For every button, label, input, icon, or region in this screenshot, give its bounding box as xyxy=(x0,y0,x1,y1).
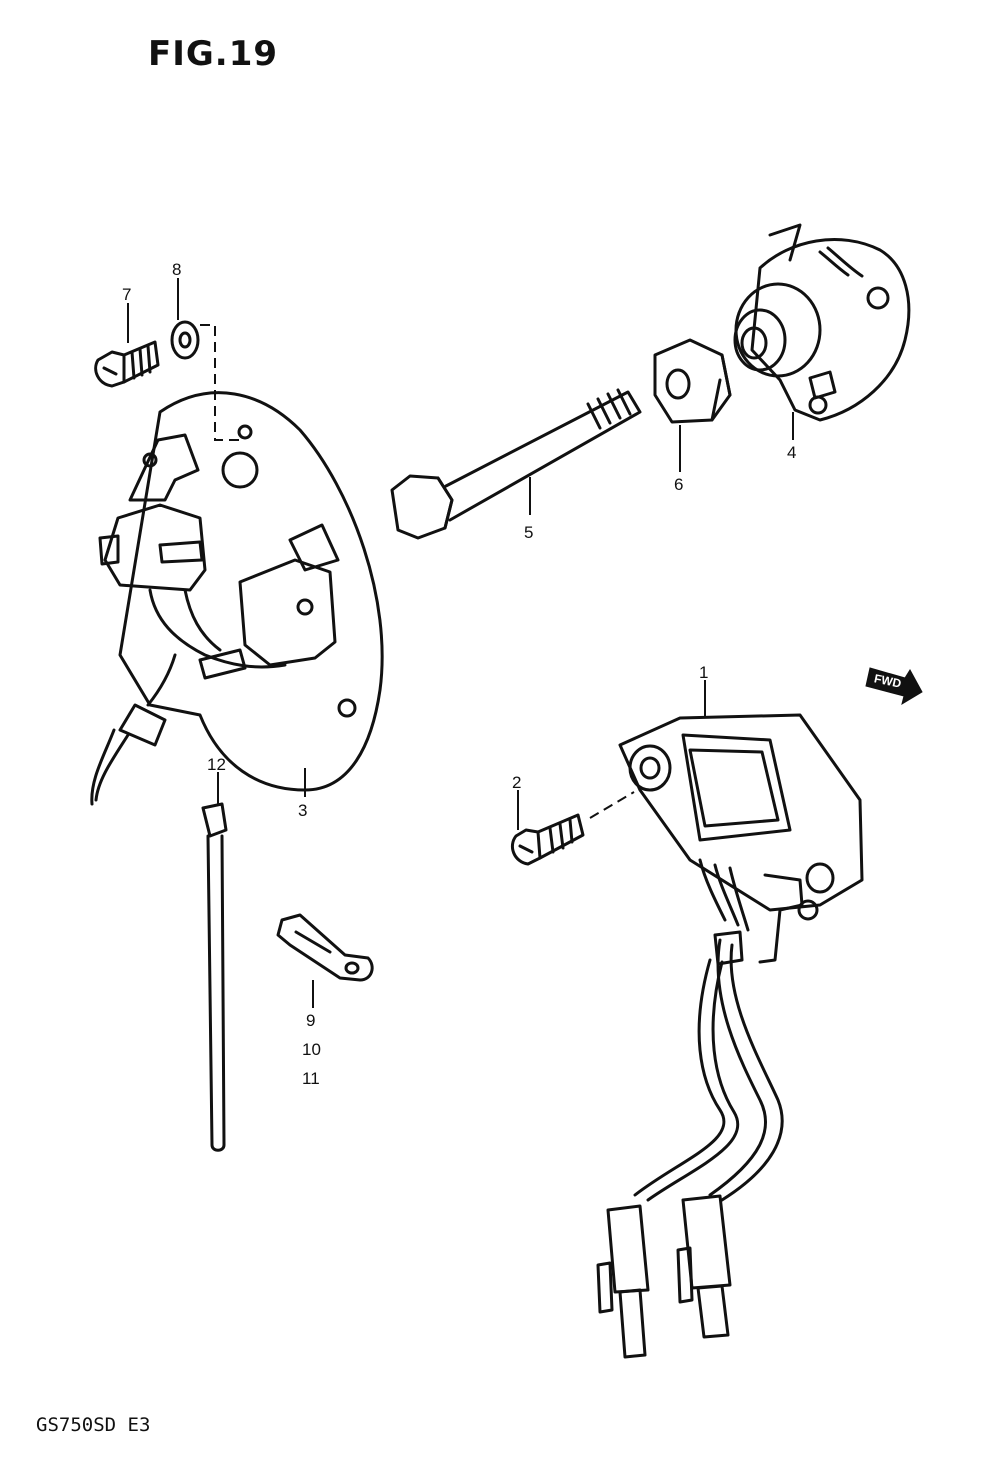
callout-7: 7 xyxy=(122,285,131,304)
part-1-igniter xyxy=(596,713,864,1359)
callout-9: 9 xyxy=(306,1011,315,1030)
callout-12: 12 xyxy=(207,755,226,774)
callout-4: 4 xyxy=(787,443,796,462)
callout-5: 5 xyxy=(524,523,533,542)
part-5-bolt xyxy=(390,388,642,540)
figure-title: FIG.19 xyxy=(148,34,279,74)
part-6-nut xyxy=(653,338,732,424)
part-4-governor xyxy=(733,223,911,422)
part-3-base-plate xyxy=(90,391,384,806)
fwd-arrow-icon xyxy=(865,667,923,706)
callout-2: 2 xyxy=(512,773,521,792)
callout-numbers: 7 8 5 6 4 1 2 12 3 9 10 11 xyxy=(122,260,796,1088)
callout-6: 6 xyxy=(674,475,683,494)
callout-10: 10 xyxy=(302,1040,321,1059)
callout-3: 3 xyxy=(298,801,307,820)
model-code: GS750SD E3 xyxy=(36,1414,151,1436)
part-7-screw xyxy=(94,340,160,388)
part-8-washer xyxy=(170,320,200,360)
callout-1: 1 xyxy=(699,663,708,682)
leader-lines xyxy=(127,278,794,1008)
part-9-clamp xyxy=(276,913,374,982)
callout-8: 8 xyxy=(172,260,181,279)
part-12-cable-tie xyxy=(201,802,228,1152)
callout-11: 11 xyxy=(302,1069,320,1088)
part-2-screw xyxy=(511,813,585,866)
